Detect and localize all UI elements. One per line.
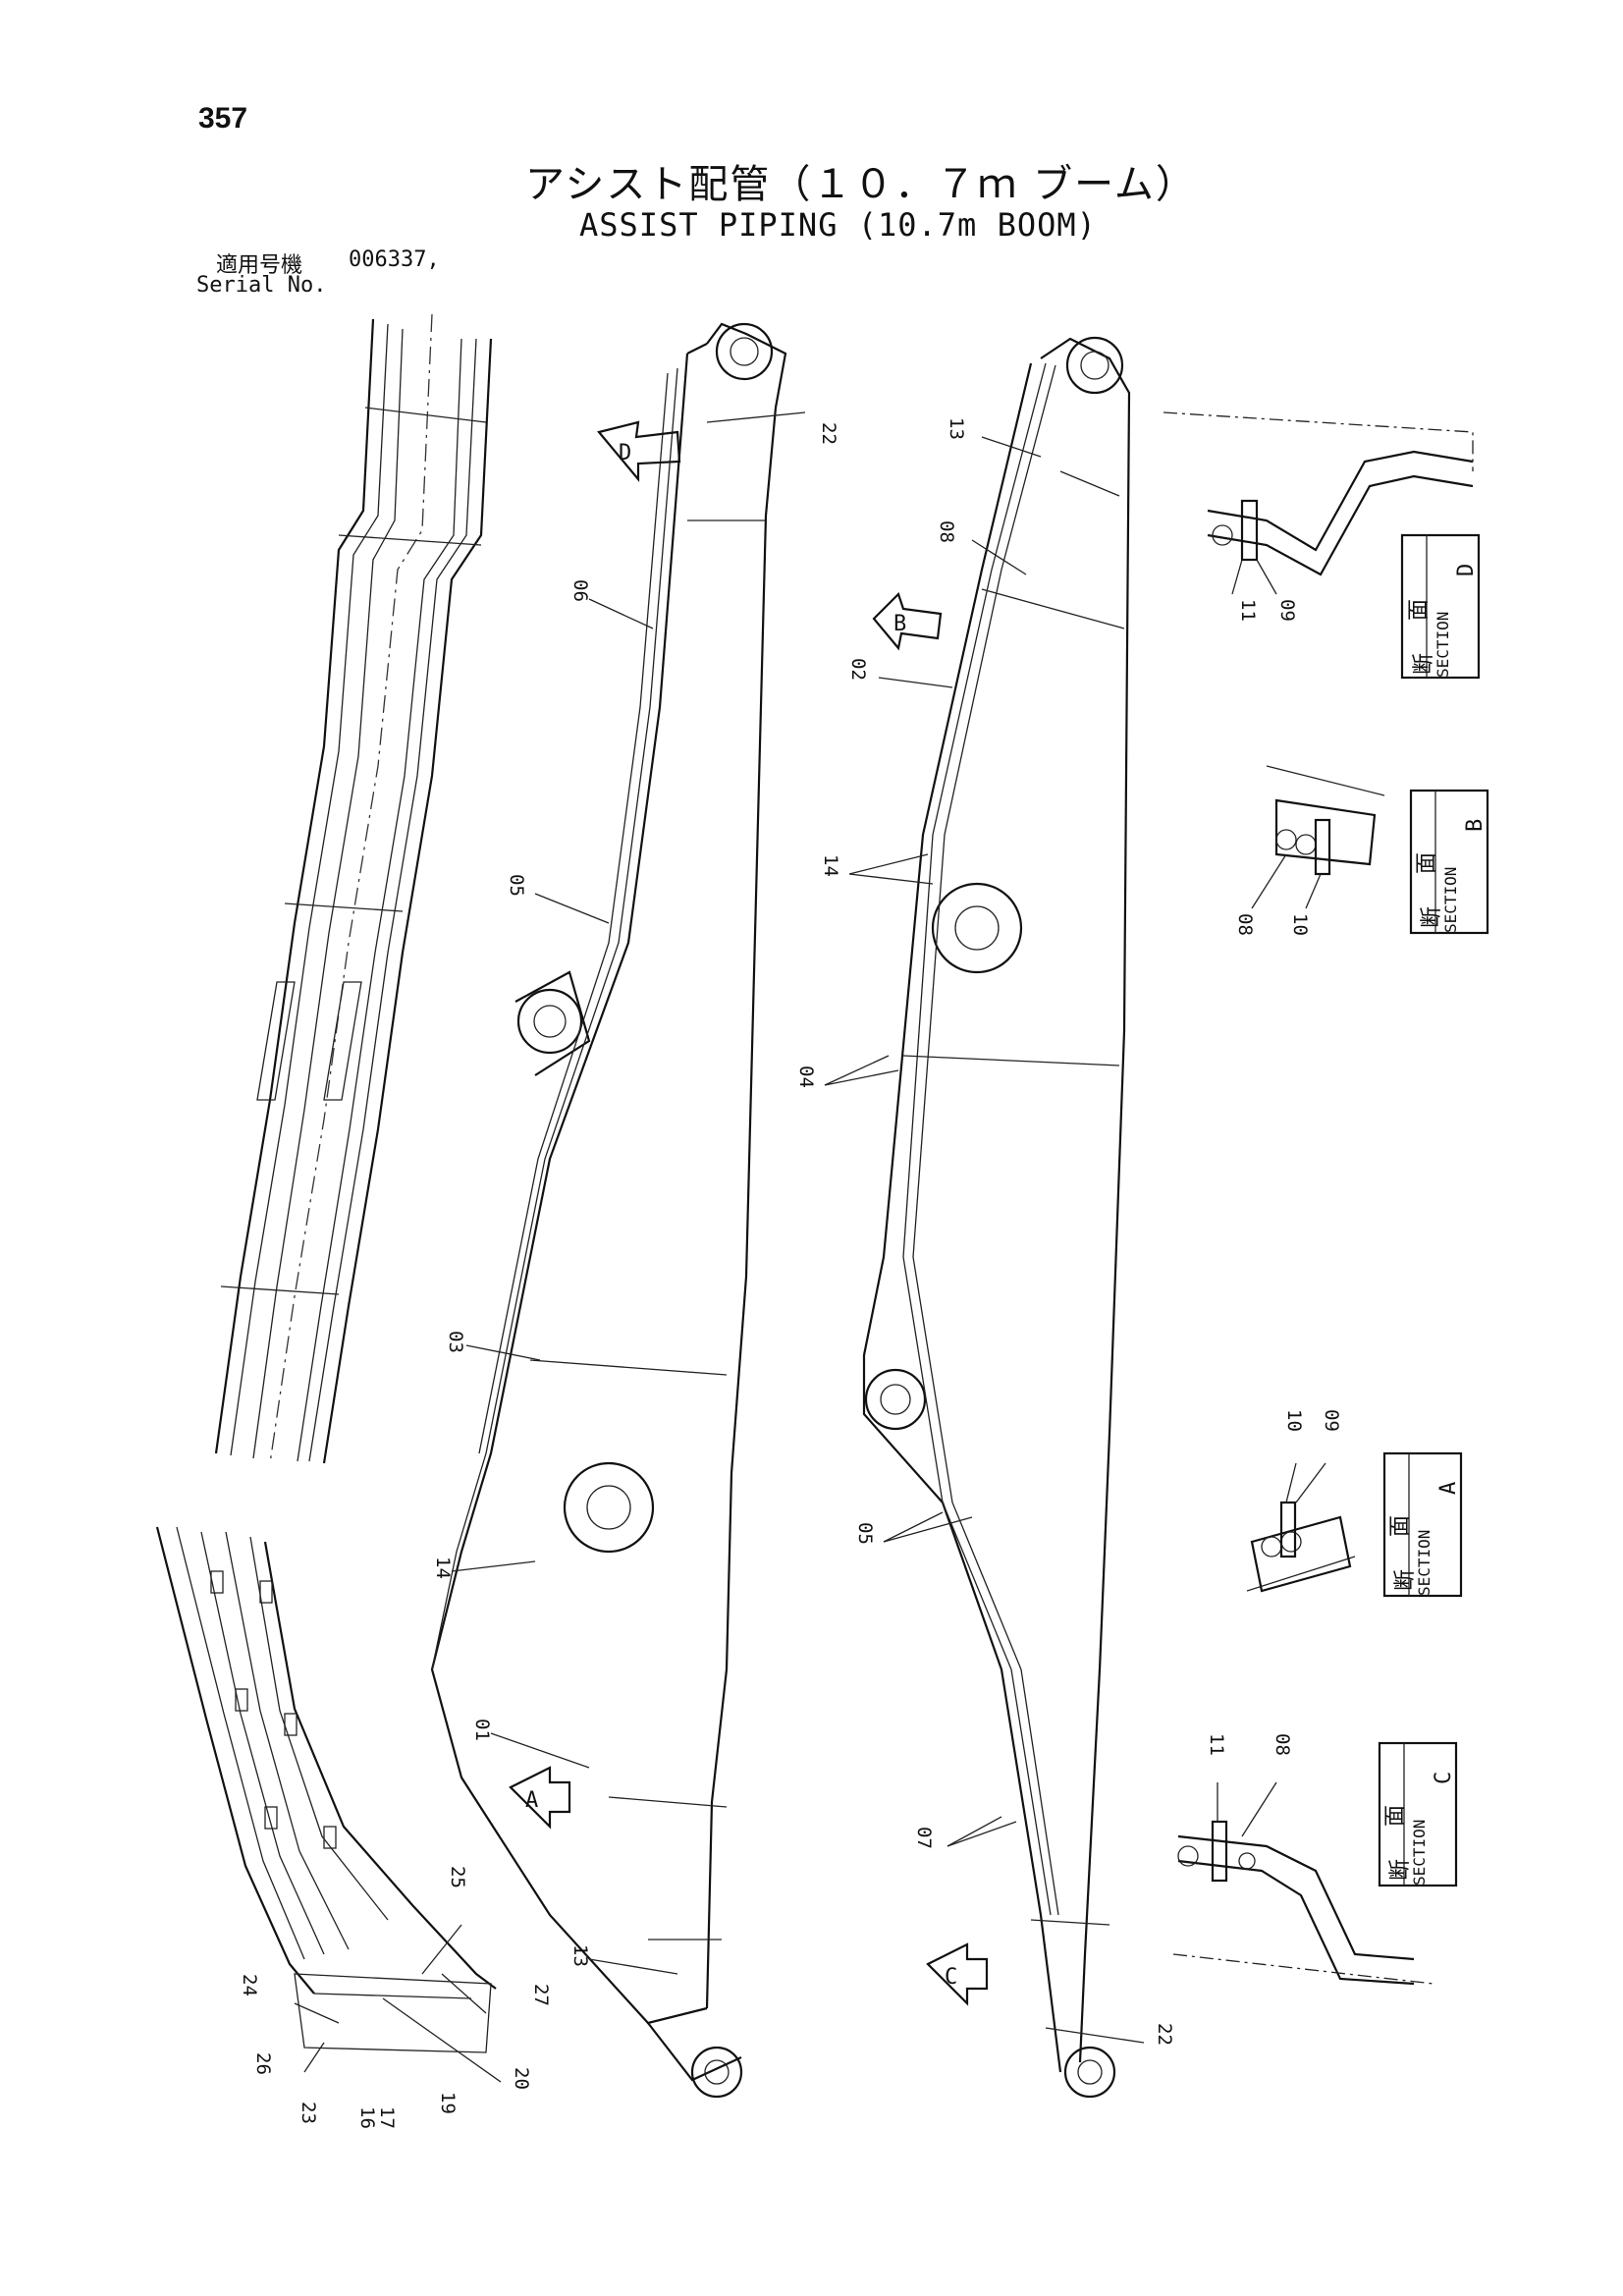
- callout-01: 01: [471, 1719, 493, 1741]
- svg-text:面: 面: [1388, 1515, 1413, 1537]
- serial-number-value: 006337,: [349, 247, 440, 272]
- section-c-box: [1378, 1741, 1458, 1887]
- callout-19: 19: [437, 2092, 459, 2114]
- svg-text:断: 断: [1420, 906, 1444, 928]
- svg-text:断: 断: [1388, 1859, 1413, 1881]
- callout-03: 03: [445, 1331, 466, 1353]
- title-japanese: アシスト配管（１０．７ｍ ブーム）: [525, 162, 1197, 207]
- boom-side-view-right: [862, 336, 1131, 2099]
- svg-text:面: 面: [1415, 852, 1439, 874]
- view-arrow-c: C: [926, 1942, 989, 2006]
- callout-leaders: [294, 411, 1145, 2083]
- svg-text:B: B: [1463, 819, 1488, 832]
- svg-text:断: 断: [1393, 1569, 1418, 1591]
- svg-text:面: 面: [1383, 1805, 1408, 1827]
- svg-text:SECTION: SECTION: [1441, 867, 1460, 933]
- section-a-part-09: 09: [1321, 1409, 1342, 1432]
- callout-14: 14: [432, 1557, 454, 1579]
- view-arrow-b: B: [872, 591, 943, 651]
- callout-05: 05: [854, 1522, 876, 1545]
- callout-06: 06: [569, 579, 591, 602]
- view-arrow-d: D: [597, 420, 681, 483]
- boom-side-view-left: [430, 322, 787, 2099]
- section-b-part-10: 10: [1289, 913, 1311, 936]
- callout-23: 23: [298, 2102, 319, 2124]
- page-number: 357: [198, 102, 248, 135]
- view-arrow-a: A: [509, 1766, 571, 1830]
- section-c-part-11: 11: [1206, 1733, 1227, 1756]
- section-d-box: [1400, 533, 1481, 680]
- callout-14: 14: [820, 854, 841, 877]
- callout-02: 02: [847, 658, 869, 681]
- serial-label-english: Serial No.: [196, 273, 327, 298]
- section-a-detail: 10 09 断 面 SECTION A: [1246, 1409, 1463, 1598]
- section-b-part-08: 08: [1234, 913, 1256, 936]
- callout-16: 16: [356, 2106, 378, 2129]
- svg-text:断: 断: [1412, 653, 1436, 675]
- section-b-box: [1409, 789, 1489, 935]
- boom-top-view-lower: [155, 1526, 497, 2053]
- section-a-box: [1382, 1451, 1463, 1598]
- callout-04: 04: [795, 1066, 817, 1088]
- svg-text:C: C: [1432, 1772, 1456, 1784]
- section-d-part-09: 09: [1276, 599, 1298, 622]
- callout-08: 08: [936, 520, 957, 543]
- svg-text:C: C: [945, 1965, 957, 1990]
- title-english: ASSIST PIPING (10.7m BOOM): [579, 206, 1097, 244]
- callout-17: 17: [376, 2106, 398, 2129]
- callout-26: 26: [252, 2052, 274, 2075]
- callout-24: 24: [239, 1974, 260, 1996]
- callout-13: 13: [569, 1944, 591, 1967]
- callout-25: 25: [447, 1866, 468, 1888]
- section-a-part-10: 10: [1283, 1409, 1305, 1432]
- boom-top-view-upper: [214, 313, 493, 1464]
- svg-text:SECTION: SECTION: [1410, 1820, 1429, 1886]
- svg-text:B: B: [893, 612, 906, 636]
- svg-text:D: D: [1454, 564, 1479, 576]
- callout-numbers: 22 06 05 03 14 01 13 13 08 02 14 04 05 0…: [239, 417, 1175, 2129]
- callout-22: 22: [818, 422, 839, 445]
- svg-text:SECTION: SECTION: [1415, 1530, 1434, 1596]
- svg-text:A: A: [1436, 1482, 1461, 1495]
- callout-27: 27: [530, 1984, 552, 2006]
- svg-text:SECTION: SECTION: [1434, 612, 1452, 678]
- section-b-detail: 08 10 断 面 SECTION B: [1234, 765, 1489, 936]
- svg-text:面: 面: [1407, 599, 1432, 621]
- svg-text:A: A: [525, 1788, 538, 1813]
- callout-13: 13: [946, 417, 967, 440]
- section-d-detail: 11 09 断 面 SECTION D: [1163, 411, 1481, 680]
- callout-20: 20: [511, 2067, 532, 2090]
- callout-07: 07: [913, 1827, 935, 1849]
- section-c-part-08: 08: [1271, 1733, 1293, 1756]
- svg-text:D: D: [619, 441, 631, 465]
- section-c-detail: 11 08 断 面 SECTION C: [1172, 1733, 1458, 1986]
- callout-05: 05: [506, 874, 527, 897]
- serial-label-japanese: 適用号機: [216, 253, 303, 278]
- section-d-part-11: 11: [1237, 599, 1259, 622]
- callout-22: 22: [1154, 2023, 1175, 2046]
